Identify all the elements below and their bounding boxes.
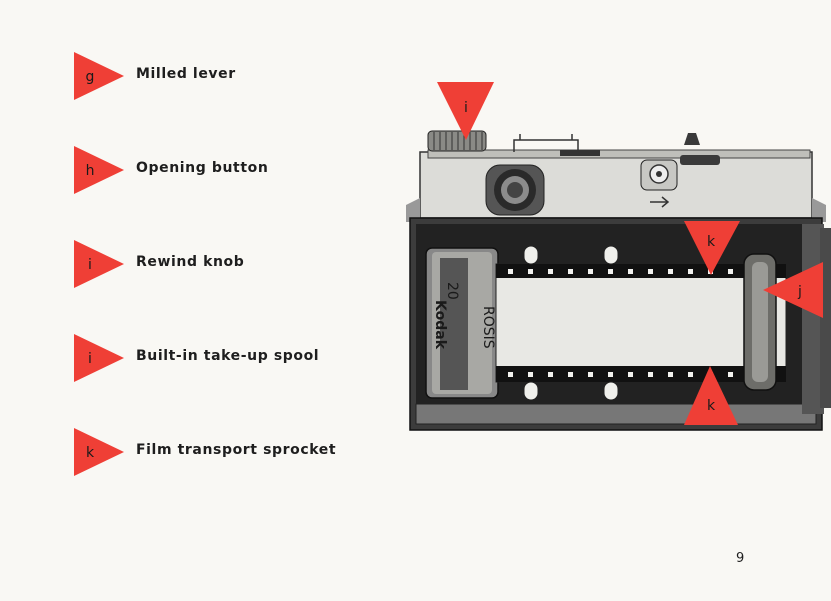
legend-item-h: h Opening button	[73, 145, 393, 195]
cassette-brand: Kodak	[432, 300, 448, 350]
svg-text:j: j	[797, 284, 802, 300]
triangle-marker-icon: i	[73, 239, 125, 289]
marker-letter: i	[88, 257, 92, 273]
milled-lever	[680, 133, 720, 165]
camera-illustration: 20 Kodak ROSIS	[403, 78, 831, 443]
marker-letter: g	[86, 69, 95, 85]
rewind-knob	[428, 131, 486, 151]
viewfinder-eyepiece	[486, 165, 544, 215]
legend-item-i: i Rewind knob	[73, 239, 393, 289]
triangle-marker-icon: k	[73, 427, 125, 477]
film-cassette: 20 Kodak ROSIS	[426, 248, 498, 398]
triangle-marker-icon: i	[73, 333, 125, 383]
marker-letter: h	[86, 163, 95, 179]
marker-letter: i	[88, 351, 92, 367]
legend-label-milled-lever: Milled lever	[136, 66, 236, 82]
svg-text:k: k	[707, 234, 716, 250]
cassette-number: 20	[444, 282, 460, 300]
legend-item-g: g Milled lever	[73, 51, 393, 101]
legend-label-take-up-spool: Built-in take-up spool	[136, 348, 319, 364]
legend-item-k: k Film transport sprocket	[73, 427, 393, 477]
cassette-code: ROSIS	[480, 306, 496, 349]
camera-top-plate	[406, 150, 826, 222]
triangle-marker-icon: g	[73, 51, 125, 101]
page-number: 9	[736, 551, 744, 566]
film-strip	[496, 246, 786, 400]
svg-text:i: i	[464, 100, 468, 116]
legend-label-rewind-knob: Rewind knob	[136, 254, 244, 270]
marker-letter: k	[86, 445, 95, 461]
svg-text:k: k	[707, 398, 716, 414]
legend-label-opening-button: Opening button	[136, 160, 268, 176]
triangle-marker-icon: h	[73, 145, 125, 195]
accessory-shoe	[514, 134, 578, 152]
take-up-spool	[744, 254, 776, 390]
legend-item-j: i Built-in take-up spool	[73, 333, 393, 383]
legend-label-film-sprocket: Film transport sprocket	[136, 442, 336, 458]
